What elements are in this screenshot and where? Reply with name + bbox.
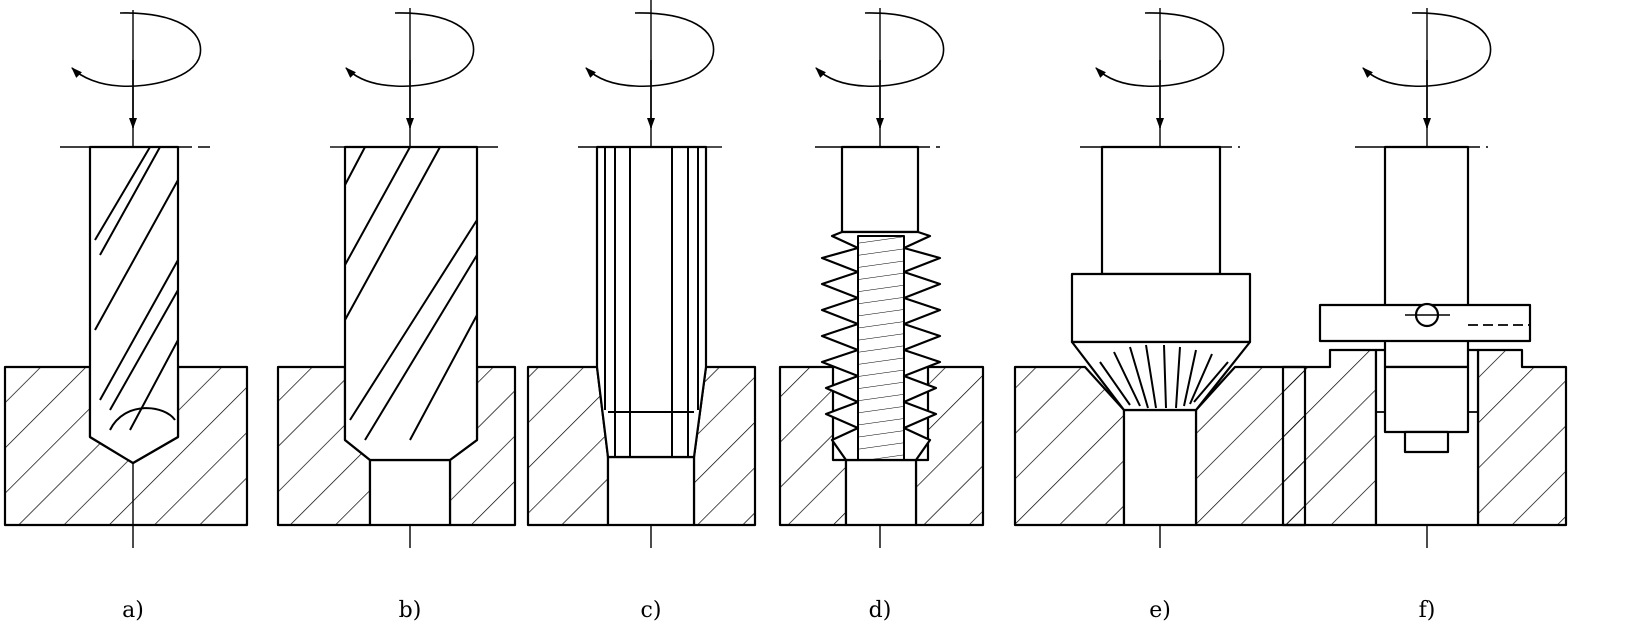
panel-label-c: c) — [640, 598, 662, 623]
panel-label-a: a) — [122, 598, 144, 623]
panel-d-tapping — [778, 8, 985, 548]
panel-label-d: d) — [868, 598, 892, 623]
panel-label-e: e) — [1149, 598, 1171, 623]
panel-c-reaming — [526, 0, 757, 548]
pilot — [1403, 430, 1450, 454]
rotation-arrow-icon — [345, 12, 475, 88]
countersink-shank — [1100, 145, 1222, 276]
twist-drill — [88, 145, 180, 465]
rotation-arrow-icon — [1095, 12, 1225, 88]
core-drill — [343, 145, 479, 462]
panel-f-counterboring — [1281, 8, 1568, 548]
panel-label-f: f) — [1418, 598, 1436, 623]
rotation-arrow-icon — [585, 12, 715, 88]
panel-b-core-drilling — [276, 8, 517, 548]
panel-label-b: b) — [398, 598, 422, 623]
counterbore-cutter — [1383, 365, 1470, 434]
tap-shank — [840, 145, 920, 234]
reamer — [595, 145, 708, 459]
countersink-body — [1070, 272, 1252, 344]
rotation-arrow-icon — [1362, 12, 1492, 88]
rotation-arrow-icon — [815, 12, 945, 88]
rotation-arrow-icon — [71, 12, 202, 88]
panel-a-twist-drilling — [3, 10, 249, 548]
panel-e-countersinking — [1013, 8, 1307, 548]
